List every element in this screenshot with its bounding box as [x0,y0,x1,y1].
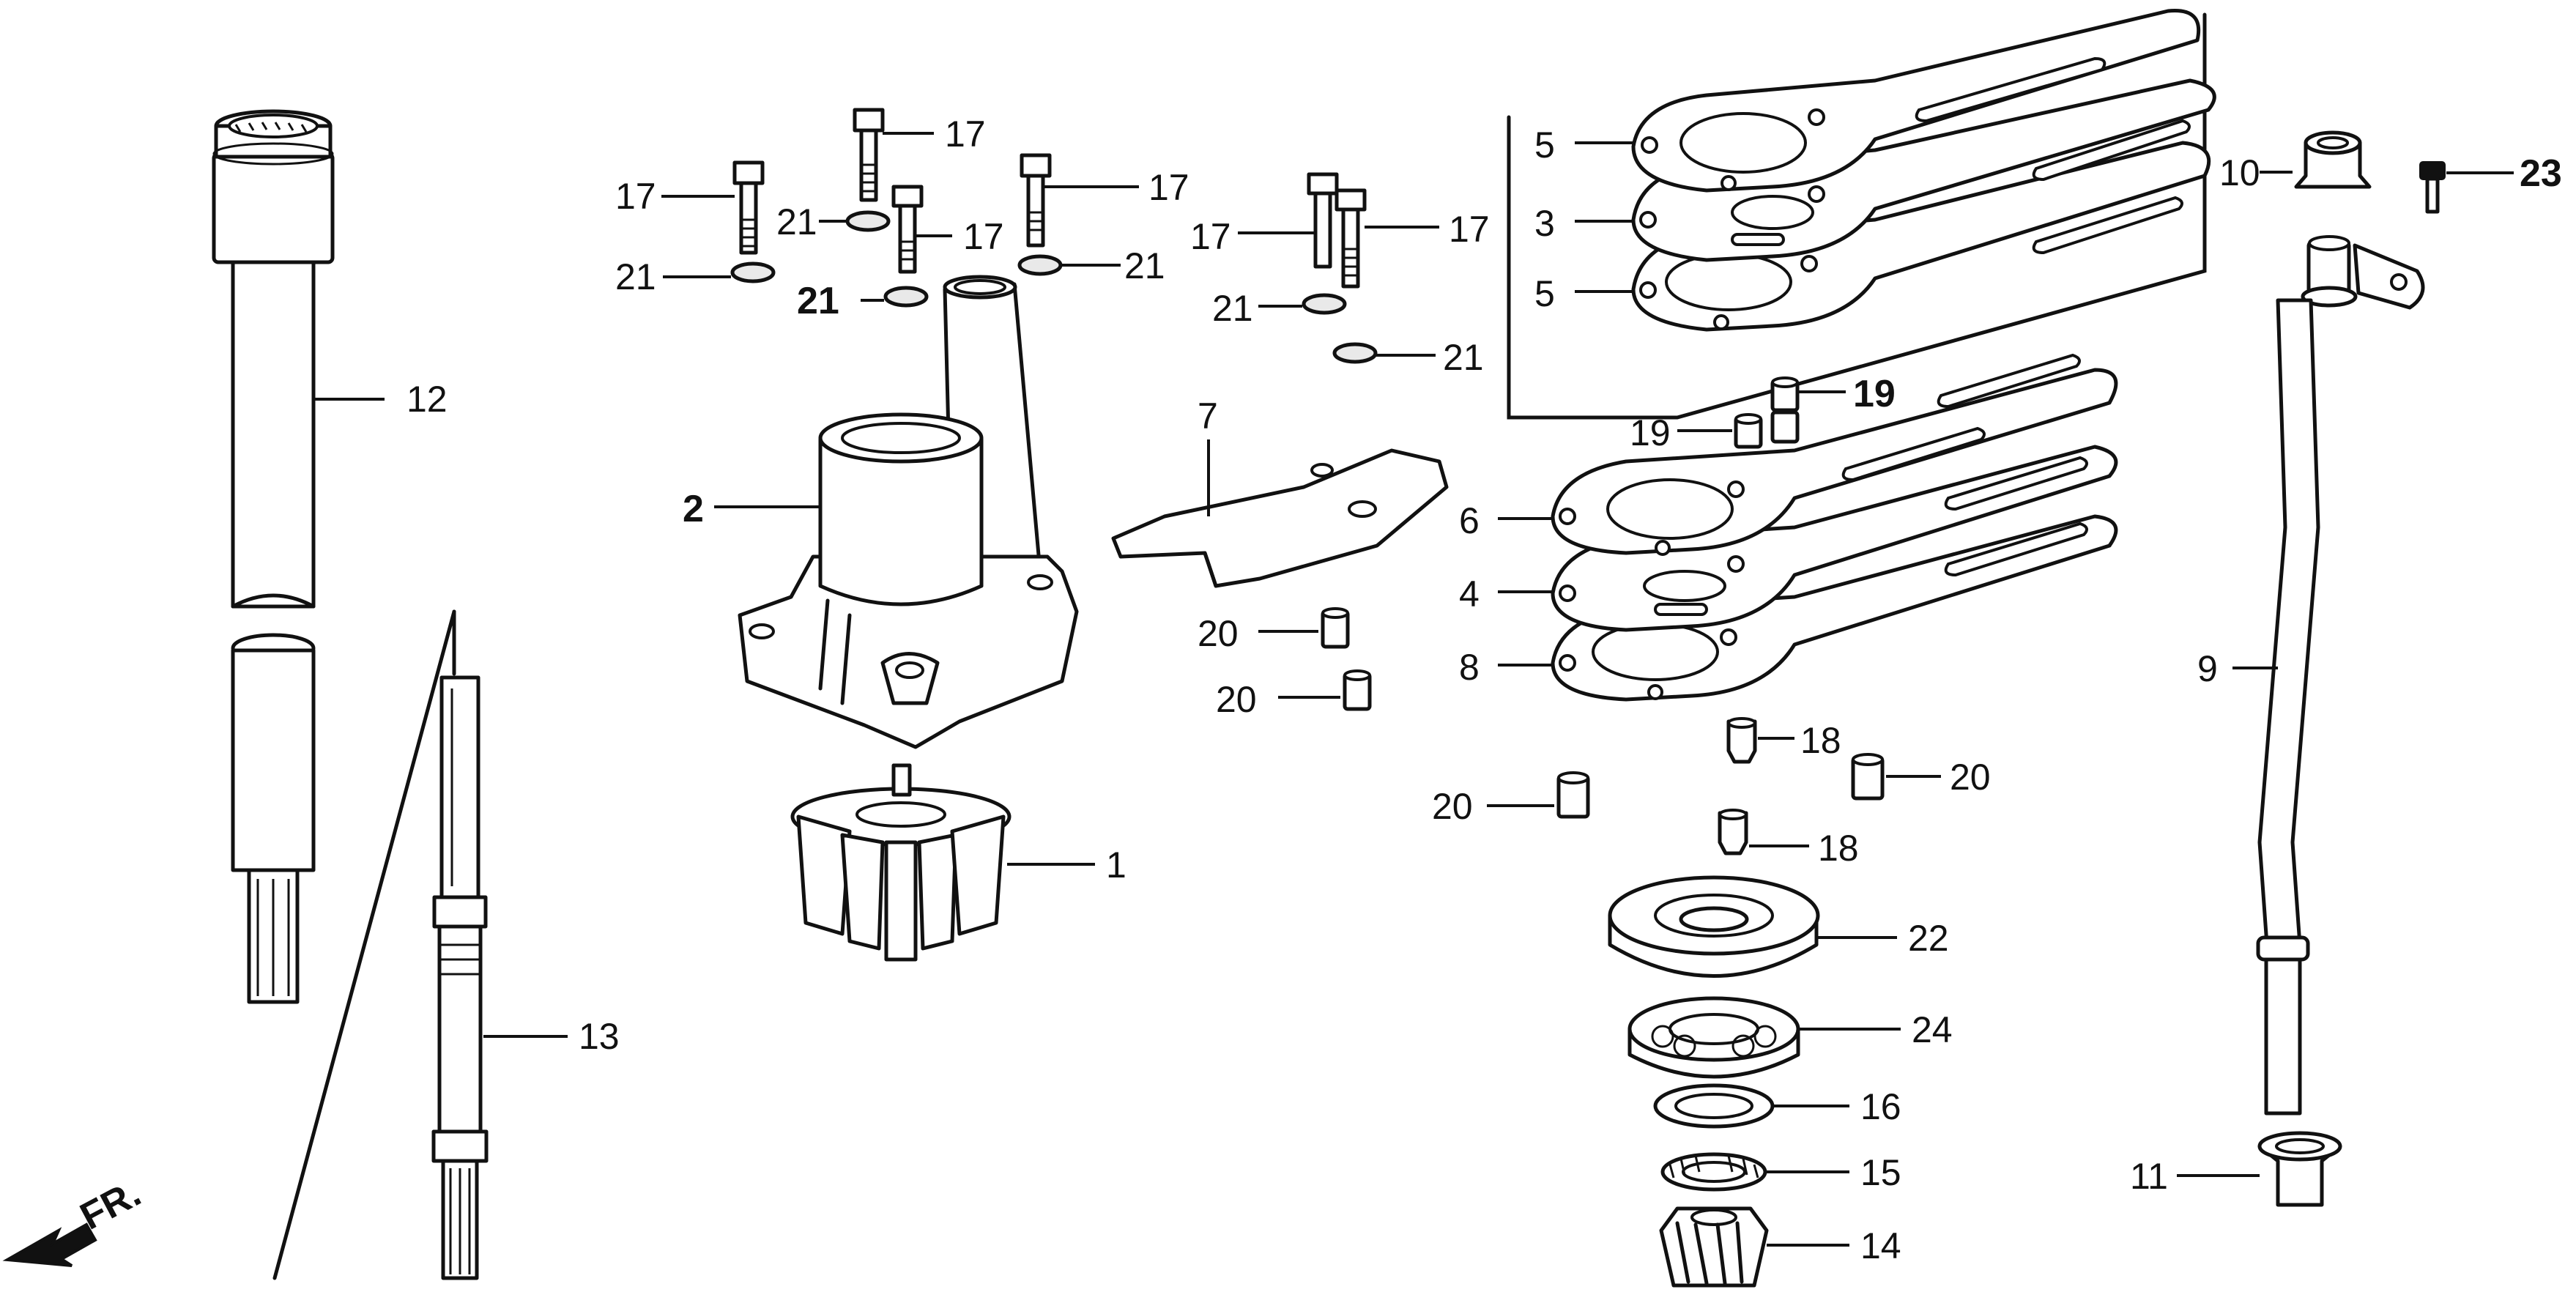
callout-17e: 17 [1190,216,1231,257]
collars-20-left-part [1258,607,1372,711]
dowel-pin-19-lower-part [1677,413,1763,449]
grommet-11-part [2177,1131,2342,1207]
bolts-washers-left-part [661,108,1139,308]
callout-14: 14 [1860,1225,1901,1266]
callout-5a: 5 [1534,125,1555,166]
ball-bearing-part [1627,996,1901,1079]
callout-7: 7 [1198,396,1218,437]
callout-12: 12 [407,379,448,420]
callout-18b: 18 [1818,828,1859,869]
callout-11: 11 [2130,1156,2168,1197]
callout-17c: 17 [963,216,1004,257]
water-tube-part [2232,235,2425,1115]
thrust-washer-part [1653,1083,1849,1129]
collars-20-right-part [1487,753,1941,819]
callout-10: 10 [2219,152,2260,193]
callout-17a: 17 [615,176,656,217]
oil-seal-part [1608,875,1897,978]
bolts-washers-right-part [1238,172,1439,364]
callout-2: 2 [683,488,704,530]
callout-19a: 19 [1853,373,1896,415]
dowel-pins-19-part [1770,376,1846,444]
callout-20c: 20 [1432,786,1473,827]
callout-21b: 21 [776,201,817,242]
grommet-10-part [2260,130,2372,189]
callout-21c: 21 [797,280,839,322]
upper-gasket-set-part [1507,9,2216,420]
callout-1: 1 [1106,844,1126,886]
callout-16: 16 [1860,1086,1901,1127]
callout-9: 9 [2197,648,2218,689]
plate-part [1111,439,1449,588]
vertical-shaft-part [272,609,568,1280]
callout-21e: 21 [1212,288,1253,329]
dowel-pins-18-part [1718,717,1809,855]
needle-bearing-part [1660,1152,1849,1192]
front-direction-arrow-icon [2,1222,97,1267]
callout-23: 23 [2520,152,2562,195]
callout-24: 24 [1912,1009,1953,1050]
callout-6: 6 [1459,500,1480,541]
callout-17d: 17 [1148,167,1189,208]
callout-17f: 17 [1449,209,1490,250]
pinion-gear-part [1659,1206,1849,1288]
pump-housing-part [714,275,1079,749]
callout-20b: 20 [1216,679,1257,720]
callout-21a: 21 [615,256,656,297]
callout-20a: 20 [1198,613,1239,654]
callout-21f: 21 [1443,337,1484,378]
callout-8: 8 [1459,647,1480,688]
impeller-part [790,763,1095,962]
callout-22: 22 [1908,918,1949,959]
callout-5b: 5 [1534,273,1555,314]
drive-shaft-upper-part [212,109,385,1004]
lower-gasket-set-part [1498,353,2118,702]
callout-15: 15 [1860,1152,1901,1193]
callout-4: 4 [1459,573,1480,615]
screw-23-part [2419,161,2514,214]
callout-19b: 19 [1630,412,1671,453]
callout-3: 3 [1534,203,1555,244]
callout-18a: 18 [1800,720,1841,761]
callout-17b: 17 [945,114,986,155]
callout-21d: 21 [1124,245,1165,286]
callout-13: 13 [579,1016,620,1057]
callout-20d: 20 [1950,757,1991,798]
